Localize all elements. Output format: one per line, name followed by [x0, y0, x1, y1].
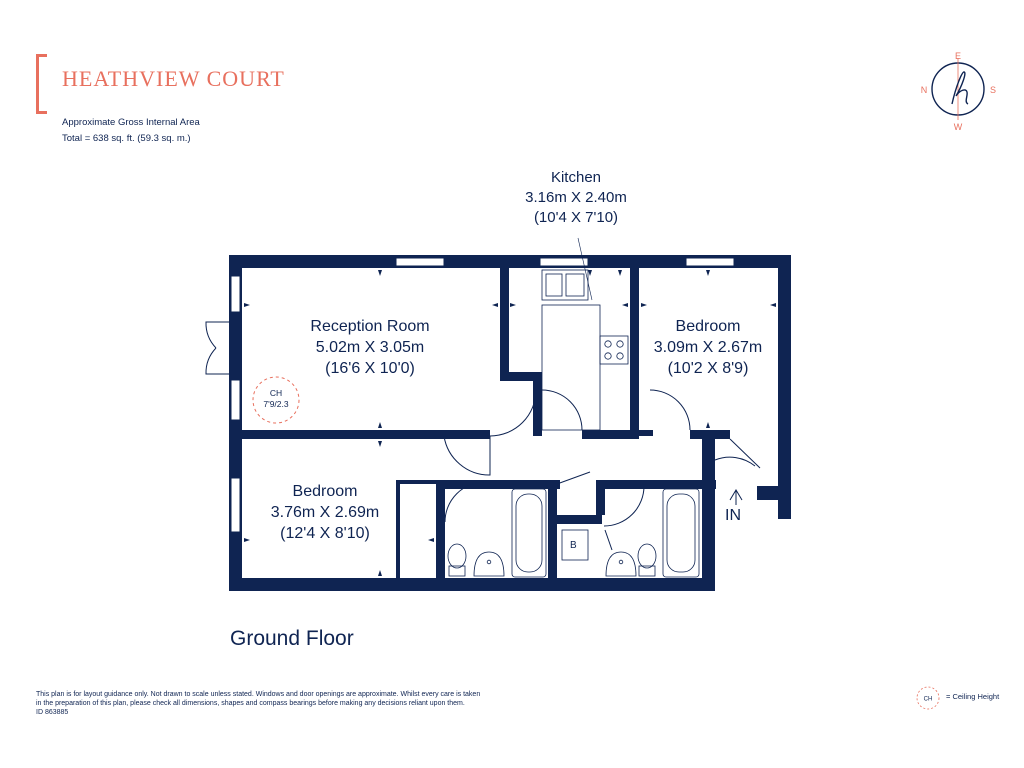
ch-value: 7'9/2.3	[263, 399, 289, 409]
disclaimer-line-3: ID 863885	[36, 709, 69, 716]
compass-east: E	[955, 51, 961, 61]
room-name: Kitchen	[550, 169, 602, 186]
room-name: Reception Room	[310, 318, 430, 335]
windows	[230, 257, 735, 533]
kitchen-fittings	[541, 269, 629, 431]
room-reception: Reception Room 5.02m X 3.05m (16'6 X 10'…	[280, 316, 460, 379]
compass-icon: E N S W	[921, 51, 996, 132]
disclaimer-line-2: in the preparation of this plan, please …	[36, 700, 465, 707]
room-bedroom-2: Bedroom 3.76m X 2.69m (12'4 X 8'10)	[240, 481, 410, 544]
entrance-label: IN	[725, 507, 741, 524]
gia-total: Total = 638 sq. ft. (59.3 sq. m.)	[62, 133, 191, 144]
brand-title: HEATHVIEW COURT	[62, 66, 285, 91]
room-imperial: (10'2 X 8'9)	[667, 360, 749, 377]
disclaimer-line-1: This plan is for layout guidance only. N…	[36, 691, 481, 698]
ceiling-height-key-icon: CH	[916, 686, 940, 710]
room-imperial: (10'4 X 7'10)	[533, 209, 619, 226]
room-metric: 3.16m X 2.40m	[525, 189, 627, 206]
room-name: Bedroom	[292, 483, 358, 500]
ceiling-height-text: CH 7'9/2.3	[253, 388, 299, 410]
compass-south: S	[990, 85, 996, 95]
ceiling-height-marker	[252, 376, 300, 424]
room-metric: 3.09m X 2.67m	[653, 339, 763, 356]
gross-internal-area: Approximate Gross Internal Area Total = …	[62, 115, 200, 147]
brand-bracket	[36, 54, 47, 114]
key-symbol: CH	[924, 697, 933, 703]
room-imperial: (12'4 X 8'10)	[280, 525, 370, 542]
disclaimer: This plan is for layout guidance only. N…	[36, 690, 596, 717]
floor-title: Ground Floor	[230, 627, 354, 650]
ch-label: CH	[269, 388, 283, 398]
boiler-label: B	[570, 540, 577, 551]
doors	[205, 321, 761, 551]
dimension-markers	[244, 270, 776, 576]
room-metric: 3.76m X 2.69m	[270, 504, 380, 521]
compass-north: N	[921, 85, 928, 95]
kitchen-pointer	[577, 237, 593, 301]
entrance-arrow-icon	[729, 489, 743, 505]
room-kitchen: Kitchen 3.16m X 2.40m (10'4 X 7'10)	[486, 168, 666, 228]
bathroom-fittings	[447, 488, 700, 578]
compass-west: W	[954, 122, 963, 132]
room-bedroom-1: Bedroom 3.09m X 2.67m (10'2 X 8'9)	[630, 316, 786, 379]
room-imperial: (16'6 X 10'0)	[325, 360, 415, 377]
room-name: Bedroom	[675, 318, 741, 335]
ceiling-height-key-text: = Ceiling Height	[946, 692, 1000, 701]
gia-title: Approximate Gross Internal Area	[62, 117, 200, 128]
room-metric: 5.02m X 3.05m	[315, 339, 425, 356]
